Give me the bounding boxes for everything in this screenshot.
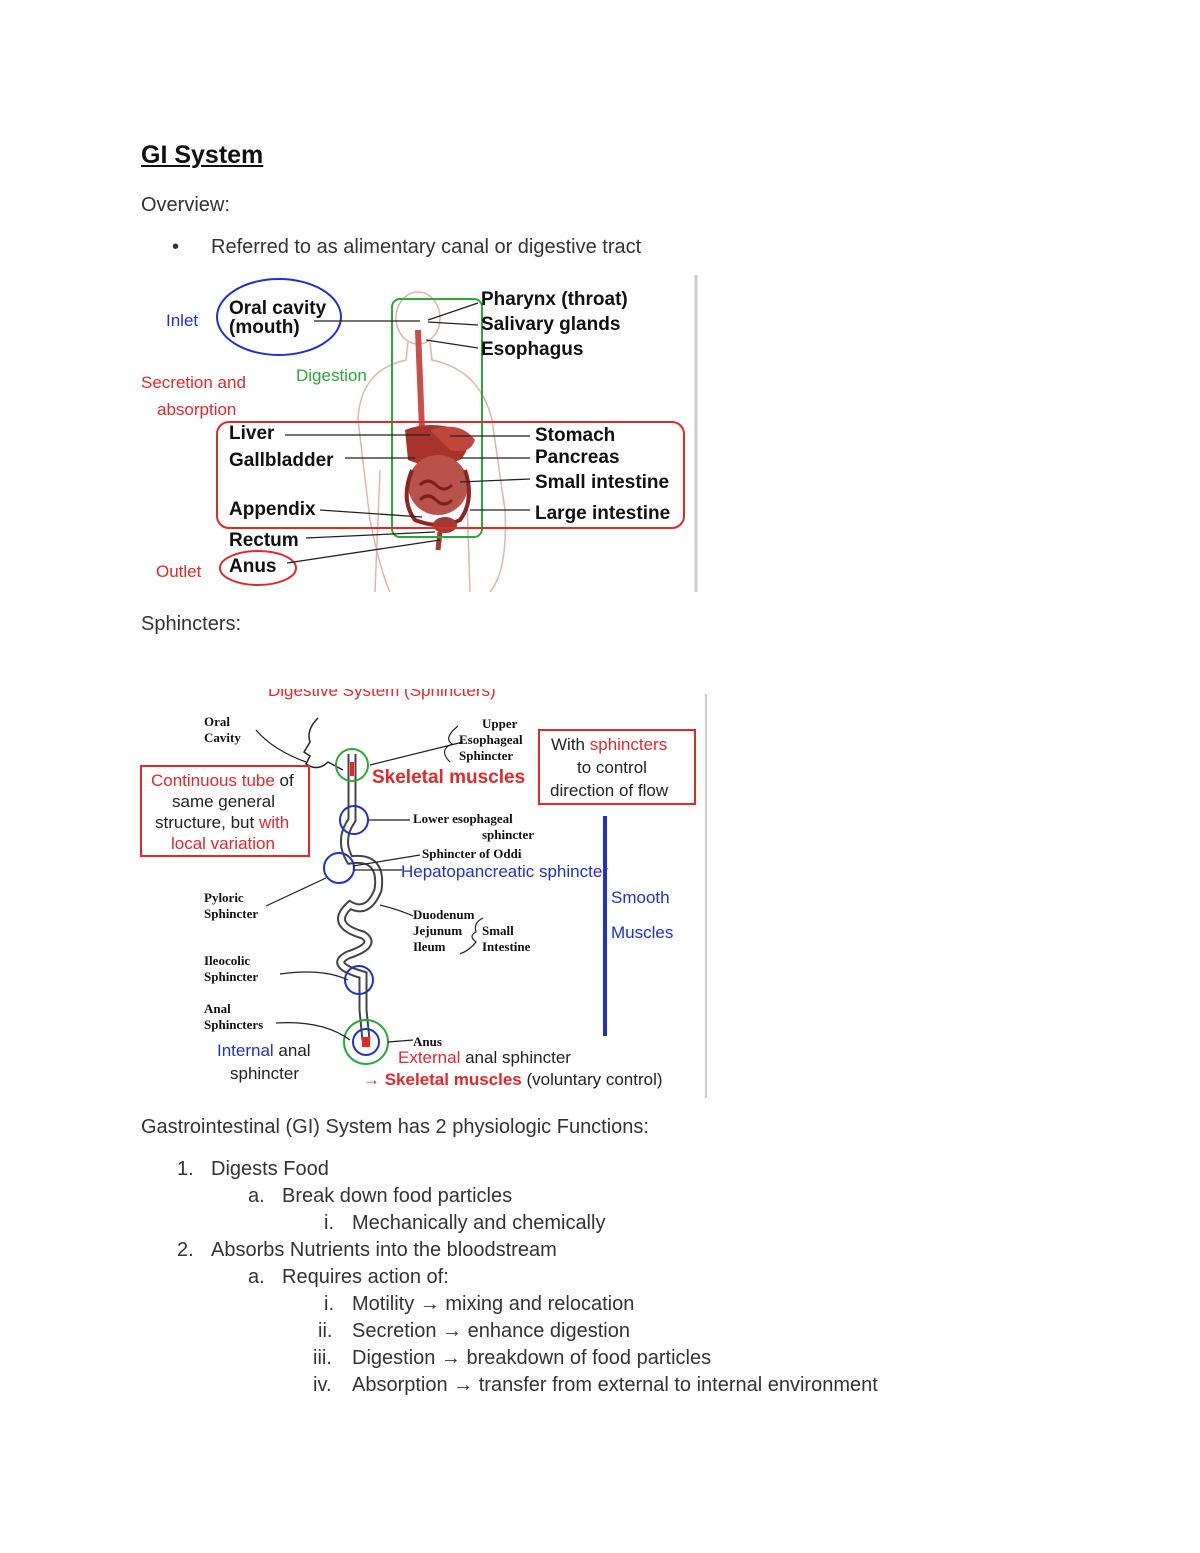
smooth-label: Smooth (611, 888, 670, 907)
face-profile (302, 717, 344, 771)
continuous-tube-line1: Continuous tube of (151, 771, 294, 790)
pharynx-label: Pharynx (throat) (481, 289, 628, 310)
ileum-label: Ileum (413, 939, 446, 954)
oral-cavity-label: Oral cavity (229, 298, 327, 319)
secretion-label: Secretion and (141, 373, 246, 392)
muscles-label: Muscles (611, 923, 673, 942)
list-letter-a2: a. (248, 1266, 265, 1288)
list-item-digestion: Digestion → breakdown of food particles (352, 1347, 712, 1369)
local-variation-label: local variation (171, 834, 275, 853)
internal-sphincter-label: sphincter (230, 1064, 299, 1083)
rectum-label: Rectum (229, 530, 299, 551)
cavity-label: Cavity (204, 730, 241, 745)
list-roman-4: iv. (313, 1374, 332, 1396)
anus-label-2: Anus (413, 1034, 442, 1049)
salivary-glands-label: Salivary glands (481, 314, 620, 335)
list-item-digests-food: Digests Food (211, 1158, 329, 1180)
upper-label: Upper (482, 716, 518, 731)
gallbladder-label: Gallbladder (229, 450, 334, 471)
structure-line: structure, but with (155, 813, 289, 832)
to-control-label: to control (577, 758, 647, 777)
list-number-2: 2. (177, 1239, 194, 1261)
digestion-label: Digestion (296, 366, 367, 385)
pancreas-label: Pancreas (535, 447, 620, 468)
page-title: GI System (141, 141, 264, 169)
lower-sphincter-label: sphincter (482, 827, 534, 842)
external-anal-sphincter-label: External anal sphincter (398, 1048, 571, 1067)
digestion-box (391, 298, 483, 538)
skeletal-voluntary-label: → Skeletal muscles (voluntary control) (363, 1070, 663, 1089)
skeletal-muscles-label: Skeletal muscles (372, 767, 525, 788)
list-item-requires: Requires action of: (282, 1266, 449, 1288)
list-roman-3: iii. (313, 1347, 332, 1369)
appendix-label: Appendix (229, 499, 316, 520)
list-item-absorbs: Absorbs Nutrients into the bloodstream (211, 1239, 557, 1261)
digestive-system-diagram: Inlet Oral cavity (mouth) Pharynx (throa… (141, 275, 698, 593)
anus-ellipse (219, 550, 297, 586)
esophagus-label: Esophagus (481, 339, 583, 360)
sphincter-leader-lines (255, 725, 484, 1043)
liver-label: Liver (229, 423, 275, 444)
oral-label: Oral (204, 714, 230, 729)
same-general-label: same general (172, 792, 275, 811)
oddi-label: Sphincter of Oddi (422, 846, 522, 861)
esophagus-shape (415, 329, 425, 431)
hepatopancreatic-label: Hepatopancreatic sphincter (401, 862, 608, 881)
anal-sphincters-label: Sphincters (204, 1017, 263, 1032)
sphincter-circles (323, 748, 389, 1065)
inlet-label: Inlet (166, 311, 198, 330)
esophageal-label: Esophageal (459, 732, 523, 747)
secretion-absorption-box (216, 421, 685, 529)
lower-esophageal-label: Lower esophageal (413, 811, 513, 826)
smooth-muscles-bar (603, 816, 607, 1036)
anus-label: Anus (229, 556, 277, 577)
absorption-label: absorption (157, 400, 236, 419)
stomach-label: Stomach (535, 425, 615, 446)
sphincters-diagram: Digestive System (Sphincters) Oral Cavit… (138, 680, 708, 1098)
small-label: Small (482, 923, 514, 938)
list-item-mechanically: Mechanically and chemically (352, 1212, 606, 1234)
with-sphincters-line1: With sphincters (551, 735, 667, 754)
organs (404, 425, 475, 551)
intestine-label: Intestine (482, 939, 531, 954)
anal-label: Anal (204, 1001, 231, 1016)
with-sphincters-box (538, 729, 696, 805)
internal-anal-label: Internal anal (217, 1041, 311, 1060)
large-intestine-label: Large intestine (535, 503, 670, 524)
mouth-label: (mouth) (229, 317, 300, 338)
list-roman-1: i. (324, 1293, 334, 1315)
list-roman-i1: i. (324, 1212, 334, 1234)
list-number-1: 1. (177, 1158, 194, 1180)
outlet-label: Outlet (156, 562, 202, 581)
list-roman-2: ii. (318, 1320, 333, 1342)
pyloric-sphincter-label: Sphincter (204, 906, 258, 921)
oral-cavity-ellipse (216, 278, 342, 356)
small-intestine-label: Small intestine (535, 472, 669, 493)
continuous-tube-box (140, 765, 310, 857)
duodenum-label: Duodenum (413, 907, 475, 922)
sphincters-label: Sphincters: (141, 613, 242, 635)
overview-label: Overview: (141, 194, 230, 216)
list-letter-a1: a. (248, 1185, 265, 1207)
pyloric-label: Pyloric (204, 890, 244, 905)
list-item-break-down: Break down food particles (282, 1185, 513, 1207)
overview-bullet-text: Referred to as alimentary canal or diges… (211, 236, 642, 258)
list-item-absorption: Absorption → transfer from external to i… (352, 1374, 878, 1396)
list-item-secretion: Secretion → enhance digestion (352, 1320, 630, 1342)
sphincter-label: Sphincter (459, 748, 513, 763)
jejunum-label: Jejunum (413, 923, 462, 938)
functions-heading: Gastrointestinal (GI) System has 2 physi… (141, 1116, 649, 1138)
ileocolic-sphincter-label: Sphincter (204, 969, 258, 984)
direction-label: direction of flow (550, 781, 669, 800)
ileocolic-label: Ileocolic (204, 953, 250, 968)
list-item-motility: Motility → mixing and relocation (352, 1293, 635, 1315)
bullet-icon: • (172, 236, 180, 258)
leader-lines (285, 302, 531, 564)
